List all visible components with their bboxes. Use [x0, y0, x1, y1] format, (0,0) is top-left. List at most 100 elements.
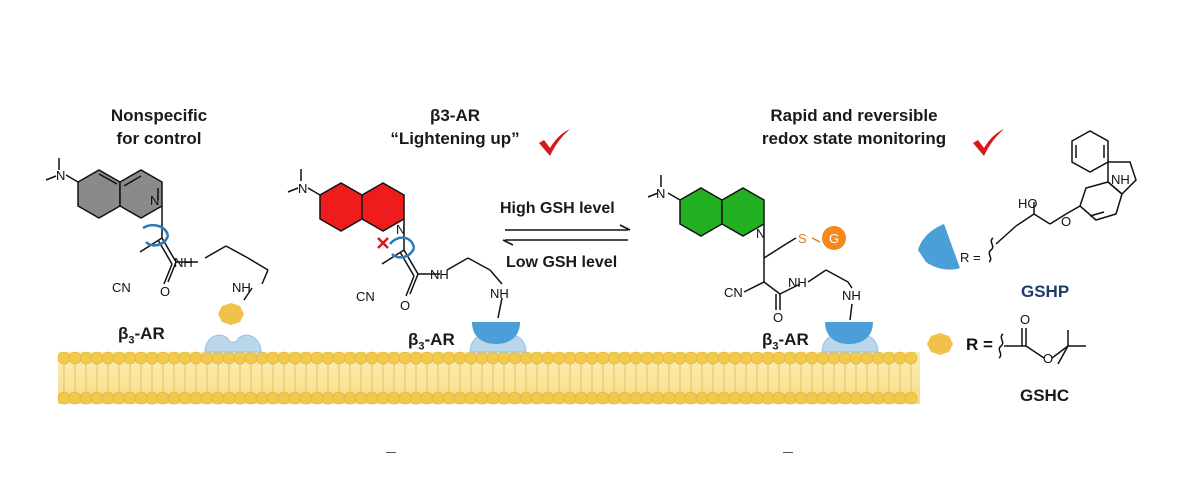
- hexagon-ligand-left: [218, 303, 244, 325]
- lipid-head: [101, 351, 115, 365]
- lipid-head: [68, 391, 82, 405]
- lipid-head: [651, 351, 665, 365]
- svg-text:CN: CN: [112, 280, 131, 295]
- lipid-head: [299, 391, 313, 405]
- lipid-head: [838, 391, 852, 405]
- svg-text:NH: NH: [842, 288, 861, 303]
- svg-text:NH: NH: [1111, 172, 1130, 187]
- svg-text:G: G: [829, 231, 839, 246]
- lipid-head: [827, 391, 841, 405]
- lipid-head: [563, 391, 577, 405]
- svg-text:N: N: [756, 226, 765, 241]
- svg-text:O: O: [773, 310, 783, 325]
- lipid-head: [860, 391, 874, 405]
- lipid-head: [497, 391, 511, 405]
- lipid-head: [134, 391, 148, 405]
- dash-mark: [783, 452, 793, 453]
- lipid-head: [442, 391, 456, 405]
- lipid-head: [706, 391, 720, 405]
- right-panel-title: Rapid and reversible redox state monitor…: [738, 104, 970, 150]
- lipid-head: [772, 391, 786, 405]
- lipid-head: [255, 351, 269, 365]
- lipid-head: [354, 391, 368, 405]
- lipid-head: [607, 351, 621, 365]
- svg-text:CN: CN: [356, 289, 375, 304]
- lipid-head: [607, 391, 621, 405]
- lipid-head: [475, 351, 489, 365]
- lipid-head: [310, 391, 324, 405]
- lipid-head: [57, 391, 71, 405]
- svg-text:O: O: [1020, 312, 1030, 327]
- lipid-head: [387, 391, 401, 405]
- lipid-head: [343, 351, 357, 365]
- lipid-head: [497, 351, 511, 365]
- forward-condition-label: High GSH level: [500, 200, 615, 217]
- lipid-head: [816, 351, 830, 365]
- lipid-head: [123, 391, 137, 405]
- lipid-head: [464, 351, 478, 365]
- lipid-head: [420, 391, 434, 405]
- lipid-head: [816, 391, 830, 405]
- lipid-head: [596, 351, 610, 365]
- left-panel-title: Nonspecific for control: [92, 104, 226, 150]
- svg-text:NH: NH: [430, 267, 449, 282]
- lipid-head: [189, 351, 203, 365]
- lipid-head: [222, 391, 236, 405]
- svg-text:NH: NH: [490, 286, 509, 301]
- lipid-head: [673, 351, 687, 365]
- checkmark-icon: [973, 129, 1004, 156]
- lipid-head: [893, 351, 907, 365]
- svg-text:R =: R =: [966, 335, 993, 354]
- lipid-head: [486, 391, 500, 405]
- lipid-membrane: [57, 351, 920, 405]
- svg-text:HO: HO: [1018, 196, 1038, 211]
- lipid-head: [882, 351, 896, 365]
- lipid-head: [893, 391, 907, 405]
- lipid-head: [585, 351, 599, 365]
- svg-text:NH: NH: [788, 275, 807, 290]
- lipid-head: [266, 351, 280, 365]
- lipid-head: [662, 351, 676, 365]
- lipid-head: [871, 391, 885, 405]
- lipid-head: [332, 391, 346, 405]
- lipid-head: [354, 351, 368, 365]
- lipid-head: [541, 391, 555, 405]
- lipid-head: [695, 351, 709, 365]
- lipid-head: [739, 391, 753, 405]
- gshc-label: GSHC: [1020, 386, 1070, 405]
- lipid-head: [90, 391, 104, 405]
- lipid-head: [739, 351, 753, 365]
- hexagon-legend-icon: [927, 333, 953, 355]
- lipid-head: [112, 391, 126, 405]
- lipid-head: [310, 351, 324, 365]
- lipid-head: [640, 351, 654, 365]
- lipid-head: [849, 391, 863, 405]
- lipid-head: [200, 391, 214, 405]
- lipid-head: [101, 391, 115, 405]
- lipid-head: [629, 391, 643, 405]
- lipid-head: [134, 351, 148, 365]
- lipid-head: [651, 391, 665, 405]
- lipid-head: [68, 351, 82, 365]
- lipid-head: [750, 391, 764, 405]
- svg-text:N: N: [56, 168, 65, 183]
- lipid-head: [728, 391, 742, 405]
- lipid-head: [145, 391, 159, 405]
- middle-title-line-1: β3-AR: [429, 106, 481, 125]
- right-title-line-2: redox state monitoring: [761, 129, 947, 148]
- lipid-head: [156, 391, 170, 405]
- lipid-head: [717, 351, 731, 365]
- lipid-head: [211, 351, 225, 365]
- receptor-label-middle: β3-AR: [408, 330, 455, 353]
- receptor-left: [204, 334, 262, 353]
- lipid-head: [189, 391, 203, 405]
- svg-text:N: N: [150, 193, 159, 208]
- lipid-head: [178, 351, 192, 365]
- lipid-head: [530, 391, 544, 405]
- lipid-head: [662, 391, 676, 405]
- lipid-head: [431, 391, 445, 405]
- gshp-label: GSHP: [1021, 282, 1070, 301]
- pentagon-legend-icon: [918, 224, 960, 270]
- lipid-head: [838, 351, 852, 365]
